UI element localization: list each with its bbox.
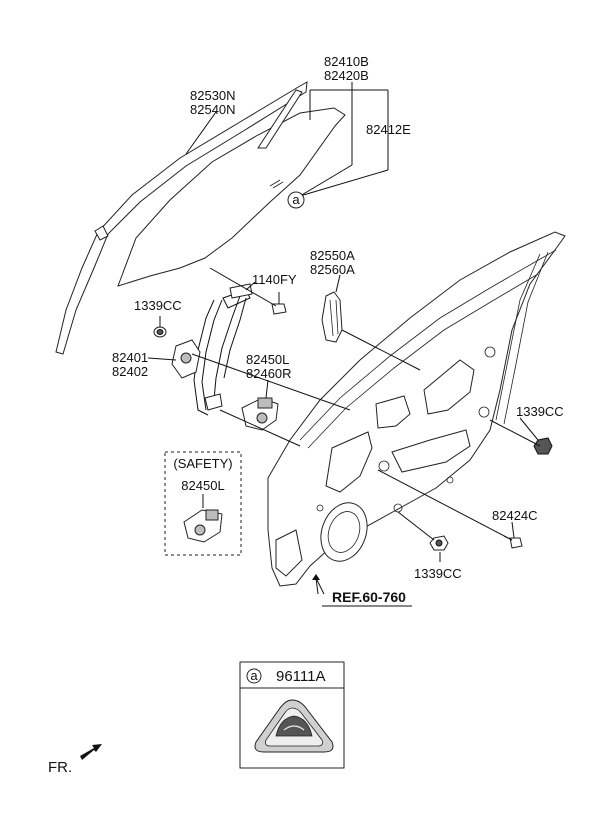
nut-left <box>153 326 167 338</box>
label-82550a: 82550A <box>310 248 355 263</box>
label-82410b: 82410B <box>324 54 369 69</box>
label-82401: 82401 <box>112 350 148 365</box>
safety-box: (SAFETY) 82450L <box>164 451 242 556</box>
label-82424c: 82424C <box>492 508 538 523</box>
front-arrow-icon <box>80 744 102 760</box>
label-1339cc-right: 1339CC <box>516 404 564 419</box>
front-label: FR. <box>48 759 72 776</box>
safety-motor-label: 82450L <box>181 478 224 493</box>
label-ref: REF.60-760 <box>332 589 406 605</box>
label-82450l: 82450L <box>246 352 289 367</box>
front-indicator: FR. <box>48 744 102 776</box>
door-glass <box>117 107 346 287</box>
screw-82424c <box>503 535 523 549</box>
legend-part-number: 96111A <box>276 668 326 685</box>
label-82412e: 82412E <box>366 122 411 137</box>
window-regulator <box>171 283 253 416</box>
nut-right <box>533 437 553 455</box>
label-82530n: 82530N <box>190 88 236 103</box>
label-82540n: 82540N <box>190 102 236 117</box>
legend-box: a 96111A <box>239 661 345 769</box>
glass-run-channel <box>55 81 308 355</box>
label-82560a: 82560A <box>310 262 355 277</box>
leader-lines <box>147 82 541 595</box>
label-1339cc-left: 1339CC <box>134 298 182 313</box>
label-1140fy: 1140FY <box>252 272 297 287</box>
label-82460r: 82460R <box>246 366 292 381</box>
window-motor <box>241 397 279 431</box>
bolt-1140fy <box>271 292 287 315</box>
rear-channel <box>321 291 343 343</box>
ref-callout: REF.60-760 <box>312 574 412 607</box>
door-panel <box>267 231 566 587</box>
safety-title: (SAFETY) <box>173 456 232 471</box>
callout-a-letter: a <box>292 192 300 207</box>
label-82402: 82402 <box>112 364 148 379</box>
nut-bottom <box>429 535 449 551</box>
label-1339cc-bottom: 1339CC <box>414 566 462 581</box>
callout-a: a <box>287 191 305 209</box>
legend-letter: a <box>250 668 258 683</box>
label-82420b: 82420B <box>324 68 369 83</box>
